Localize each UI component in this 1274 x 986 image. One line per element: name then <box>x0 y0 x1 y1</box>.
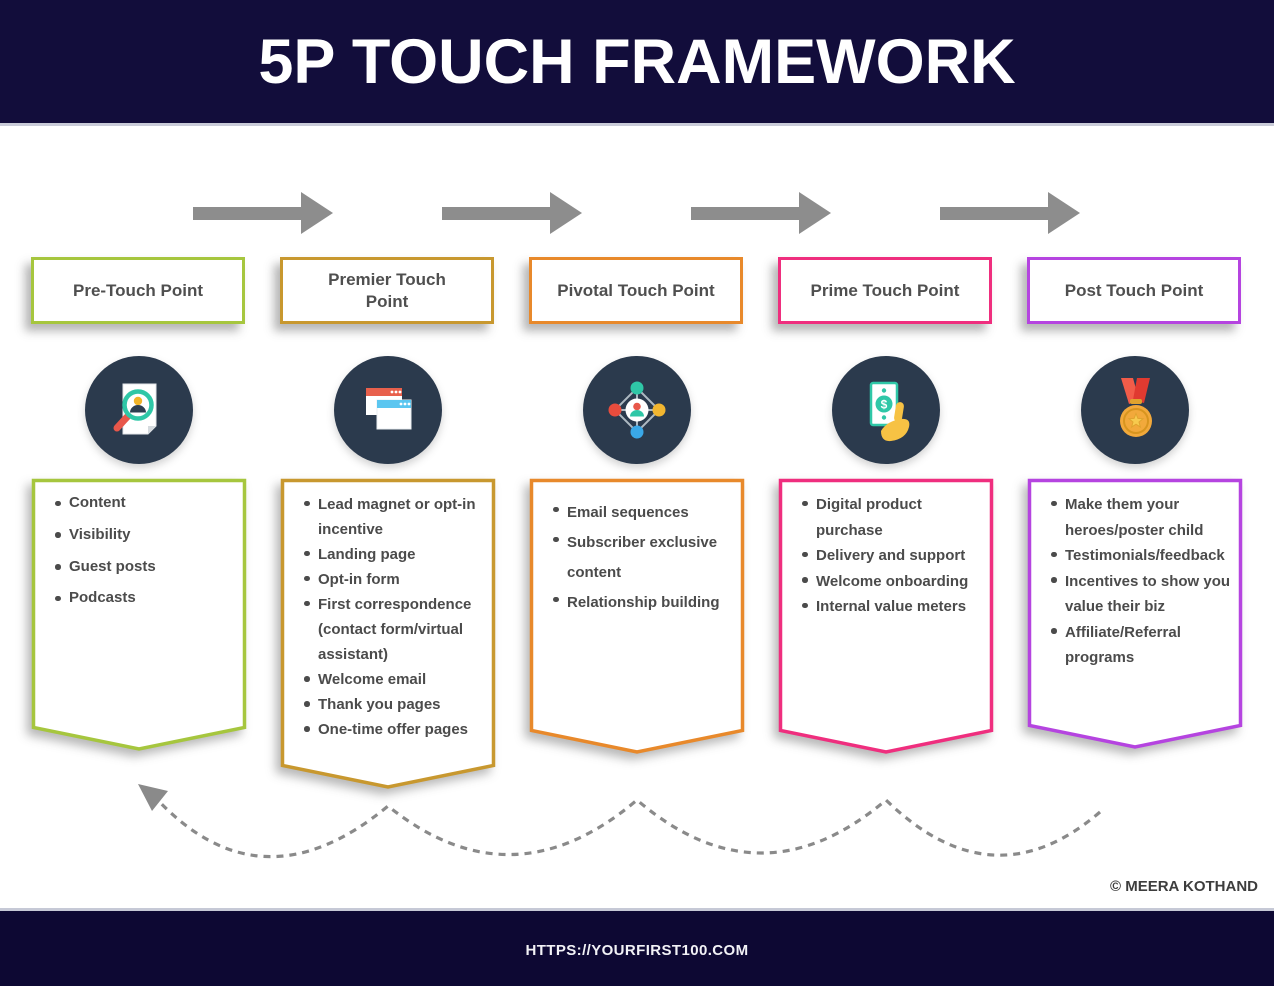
flow-arrow-1 <box>193 192 333 234</box>
svg-text:$: $ <box>881 398 888 412</box>
arrow-head <box>550 192 582 234</box>
title-label: Post Touch Point <box>1064 280 1204 300</box>
list-item: Welcome onboarding <box>802 569 986 595</box>
icon-circle-premier-touch <box>334 356 442 464</box>
pivotal-touch-list: Email sequences Subscriber exclusive con… <box>529 478 745 618</box>
network-icon <box>608 381 666 439</box>
page-title: 5P TOUCH FRAMEWORK <box>258 26 1016 97</box>
list-item: Affiliate/Referral programs <box>1051 620 1235 671</box>
list-item: Podcasts <box>55 587 239 609</box>
banner-shape <box>529 478 745 754</box>
money-hand-icon: $ <box>869 381 910 442</box>
banner-shape <box>31 478 247 751</box>
browser-windows-icon <box>366 388 412 430</box>
icon-circle-prime-touch: $ <box>832 356 940 464</box>
banner-premier-touch: Lead magnet or opt-in incentive Landing … <box>280 478 496 790</box>
arrow-head <box>1048 192 1080 234</box>
arrow-shaft <box>691 207 801 220</box>
title-box-pre-touch: Pre-Touch Point <box>31 257 245 324</box>
list-item: Lead magnet or opt-in incentive <box>304 492 488 542</box>
post-touch-list: Make them your heroes/poster child Testi… <box>1027 478 1243 671</box>
list-item: Relationship building <box>553 588 737 618</box>
list-item: Landing page <box>304 542 488 567</box>
list-item: Guest posts <box>55 556 239 578</box>
credit: © MEERA KOTHAND <box>1110 878 1258 895</box>
list-item: Digital product purchase <box>802 492 986 543</box>
banner-shape <box>280 478 496 789</box>
footer-bar: HTTPS://YOURFIRST100.COM <box>0 908 1274 986</box>
title-label: Pivotal Touch Point <box>557 280 715 300</box>
arrow-shaft <box>193 207 303 220</box>
arrow-shaft <box>442 207 552 220</box>
title-label: Prime Touch Point <box>810 280 960 300</box>
document-search-icon <box>113 383 157 435</box>
pre-touch-list: Content Visibility Guest posts Podcasts <box>31 478 247 609</box>
list-item: First correspondence (contact form/virtu… <box>304 592 488 667</box>
banner-prime-touch: Digital product purchase Delivery and su… <box>778 478 994 755</box>
banner-pivotal-touch: Email sequences Subscriber exclusive con… <box>529 478 745 755</box>
premier-touch-list: Lead magnet or opt-in incentive Landing … <box>280 478 496 742</box>
banner-shape <box>778 478 994 754</box>
list-item: Delivery and support <box>802 543 986 569</box>
list-item: Content <box>55 492 239 514</box>
banner-shape <box>1027 478 1243 749</box>
arrow-shaft <box>940 207 1050 220</box>
flow-arrow-2 <box>442 192 582 234</box>
banner-pre-touch: Content Visibility Guest posts Podcasts <box>31 478 247 752</box>
title-box-pivotal-touch: Pivotal Touch Point <box>529 257 743 324</box>
title-box-premier-touch: Premier Touch Point <box>280 257 494 324</box>
medal-icon <box>1120 378 1152 437</box>
list-item: Visibility <box>55 524 239 546</box>
icon-circle-post-touch <box>1081 356 1189 464</box>
list-item: Testimonials/feedback <box>1051 543 1235 569</box>
title-label: Pre-Touch Point <box>72 280 203 300</box>
list-item: Incentives to show you value their biz <box>1051 569 1235 620</box>
header-bar: 5P TOUCH FRAMEWORK <box>0 0 1274 126</box>
list-item: Internal value meters <box>802 594 986 620</box>
list-item: Thank you pages <box>304 692 488 717</box>
title-box-prime-touch: Prime Touch Point <box>778 257 992 324</box>
list-item: Email sequences <box>553 498 737 528</box>
list-item: Welcome email <box>304 667 488 692</box>
list-item: One-time offer pages <box>304 717 488 742</box>
banner-post-touch: Make them your heroes/poster child Testi… <box>1027 478 1243 750</box>
list-item: Opt-in form <box>304 567 488 592</box>
prime-touch-list: Digital product purchase Delivery and su… <box>778 478 994 620</box>
icon-circle-pivotal-touch <box>583 356 691 464</box>
arrow-head <box>301 192 333 234</box>
footer-url: HTTPS://YOURFIRST100.COM <box>525 941 749 959</box>
flow-arrow-3 <box>691 192 831 234</box>
flow-arrow-4 <box>940 192 1080 234</box>
return-flow-dashed-arrow <box>138 784 1102 859</box>
list-item: Subscriber exclusive content <box>553 528 737 588</box>
icon-circle-pre-touch <box>85 356 193 464</box>
return-arrow-head <box>138 784 168 811</box>
arrow-head <box>799 192 831 234</box>
title-box-post-touch: Post Touch Point <box>1027 257 1241 324</box>
list-item: Make them your heroes/poster child <box>1051 492 1235 543</box>
title-label: Premier Touch Point <box>328 270 446 311</box>
